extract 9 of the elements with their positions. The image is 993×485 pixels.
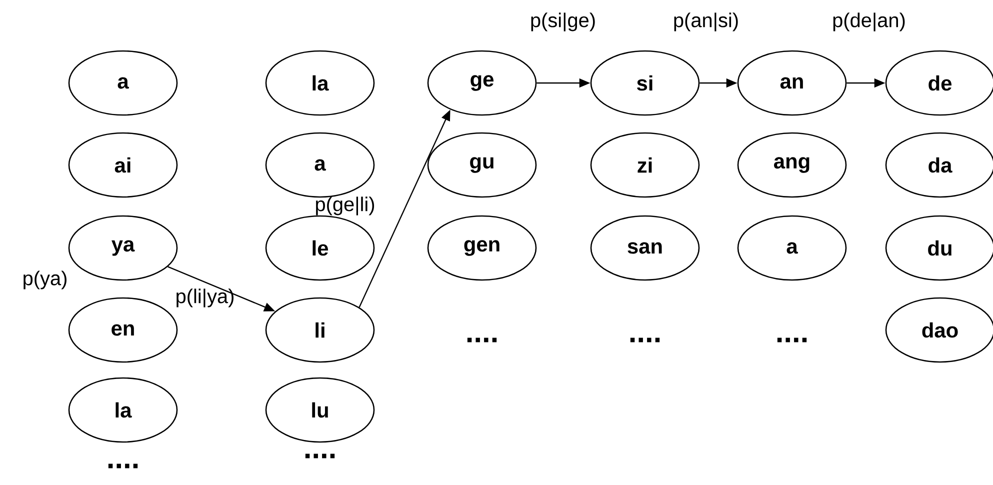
ellipsis: .... bbox=[467, 338, 497, 342]
edge-label: p(li|ya) bbox=[176, 288, 234, 308]
ellipsis: .... bbox=[630, 338, 660, 342]
edge-label: p(ge|li) bbox=[316, 196, 374, 216]
probability-label: p(ya) bbox=[24, 270, 66, 290]
edge-label: p(si|ge) bbox=[531, 12, 595, 32]
ellipsis: .... bbox=[777, 338, 807, 342]
edge-label: p(an|si) bbox=[674, 12, 738, 32]
edge-label: p(de|an) bbox=[833, 12, 905, 32]
